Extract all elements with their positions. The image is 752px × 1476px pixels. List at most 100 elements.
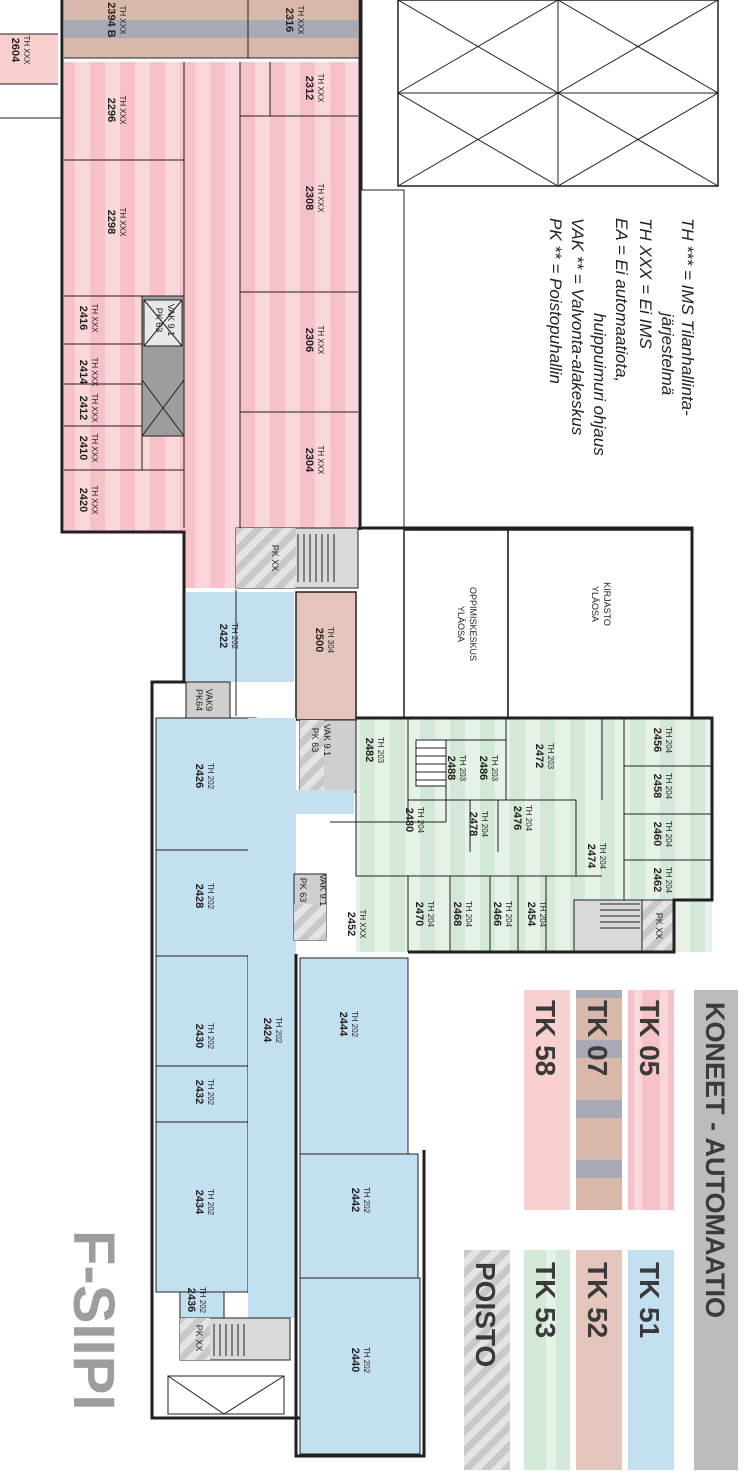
room-number: 2500 xyxy=(313,628,325,652)
vak-label: VAK 9.1 xyxy=(166,304,176,336)
room-number: 2476 xyxy=(511,806,523,830)
room-th-code: TH 202 xyxy=(206,1079,215,1106)
oppimiskeskus-label: OPPIMISKESKUS xyxy=(468,587,478,661)
room-th-code: TH 204 xyxy=(416,807,425,834)
room-number: 2478 xyxy=(467,812,479,836)
room-number: 2472 xyxy=(533,744,545,768)
pk-label: PK XX xyxy=(194,1325,204,1352)
legend-line: TH *** = IMS Tilanhallinta- xyxy=(678,218,697,416)
middle-wing xyxy=(150,526,694,1420)
room-number: 2444 xyxy=(337,1012,349,1037)
room-th-code: TH XXX xyxy=(118,96,127,126)
room-2394b-area xyxy=(64,0,248,58)
key-header-bar xyxy=(694,990,738,1470)
room-number: 2306 xyxy=(303,328,315,352)
room-th-code: TH 204 xyxy=(664,821,673,848)
key-tk52: TK 52 xyxy=(582,1262,613,1338)
pk-label: PK XX xyxy=(654,913,664,940)
room-number: 2426 xyxy=(193,764,205,788)
legend-line: TH XXX = Ei IMS xyxy=(636,218,655,349)
room-number: 2480 xyxy=(403,808,415,832)
room-th-code: TH 204 xyxy=(598,843,607,870)
room-th-code: TH XXX xyxy=(316,74,325,104)
room-th-code: TH XXX xyxy=(90,486,99,516)
room-th-code: TH 204 xyxy=(480,811,489,838)
room-2316-area xyxy=(248,0,358,58)
pk-label: PK XX xyxy=(270,545,280,572)
room-number: 2304 xyxy=(303,448,315,473)
room-th-code: TH XXX xyxy=(90,358,99,388)
room-th-code: TH 203 xyxy=(546,743,555,770)
room-number: 2432 xyxy=(193,1080,205,1104)
room-th-code: TH 202 xyxy=(362,1187,371,1214)
room-number: 2470 xyxy=(413,902,425,926)
map-title: F-SIIPI xyxy=(61,1230,126,1410)
north-wing xyxy=(0,0,719,589)
room-th-code: TH XXX xyxy=(358,910,367,940)
room-number: 2414 xyxy=(77,360,89,385)
room-number: 2462 xyxy=(651,868,663,892)
room-th-code: TH 203 xyxy=(490,755,499,782)
room-number: 2420 xyxy=(77,488,89,512)
room-number: 2452 xyxy=(345,912,357,936)
room-number: 2488 xyxy=(445,756,457,780)
room-th-code: TH 203 xyxy=(376,737,385,764)
key-tk05: TK 05 xyxy=(634,1000,665,1076)
room-number: 2434 xyxy=(193,1190,205,1215)
room-number: 2454 xyxy=(525,902,537,927)
room-number: 2440 xyxy=(349,1348,361,1372)
key-poisto: POISTO xyxy=(470,1262,501,1367)
room-th-code: TH XXX xyxy=(90,434,99,464)
room-th-code: TH XXX xyxy=(22,36,31,66)
room-number: 2430 xyxy=(193,1024,205,1048)
tk51-zone xyxy=(155,717,426,1458)
vak-label: VAK 9.1 xyxy=(322,724,332,756)
oppimiskeskus-area xyxy=(403,529,509,719)
room-th-code: TH 204 xyxy=(426,901,435,928)
room-number: 2410 xyxy=(77,436,89,460)
room-number: 2466 xyxy=(491,902,503,926)
vak-label: VAK9 xyxy=(204,689,214,711)
room-th-code: TH 204 xyxy=(524,805,533,832)
room-number: 2468 xyxy=(451,902,463,926)
room-number: 2308 xyxy=(303,186,315,210)
room-th-code: TH 203 xyxy=(458,755,467,782)
legend-line: VAK ** = Valvonta-alakeskus xyxy=(568,218,587,436)
room-th-code: TH XXX xyxy=(296,6,305,36)
kirjasto-area xyxy=(507,529,693,719)
oppimiskeskus-sub-label: YLÄOSA xyxy=(456,606,466,642)
room-th-code: TH 202 xyxy=(206,763,215,790)
vak-label: VAK 9.1 xyxy=(318,874,328,906)
legend-line: EA = Ei automaatiota, xyxy=(612,218,631,382)
room-number: 2298 xyxy=(105,210,117,234)
small-labels: VAK 9.1 PK 63 VAK9 PK64 PK XX VAK 9.1 PK… xyxy=(154,304,664,1351)
room-th-code: TH 202 xyxy=(230,623,239,650)
room-th-code: TH 204 xyxy=(464,901,473,928)
pk-label: PK 63 xyxy=(310,728,320,753)
color-key: KONEET - AUTOMAATIO TK 05 TK 07 TK 58 TK… xyxy=(464,990,738,1470)
legend-line: järjestelmä xyxy=(658,311,677,395)
room-th-code: TH 204 xyxy=(664,727,673,754)
key-tk51: TK 51 xyxy=(634,1262,665,1338)
